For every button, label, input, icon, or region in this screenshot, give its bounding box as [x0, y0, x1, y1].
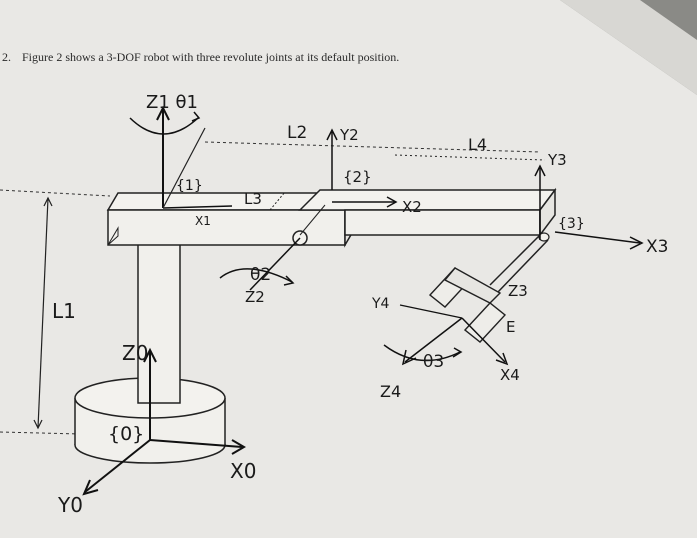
- l4-label: L4: [468, 135, 487, 154]
- theta3-label: θ3: [423, 352, 444, 372]
- theta3-arrowhead: [452, 347, 463, 358]
- link-line-2: [299, 204, 326, 236]
- x2-arrowhead: [386, 196, 398, 208]
- link-block-front: [107, 209, 346, 246]
- y3-arrowhead: [534, 164, 546, 177]
- forearm-edge-2: [497, 239, 549, 293]
- y4-label: Y4: [371, 296, 390, 312]
- l1-arrow-bottom: [33, 419, 43, 430]
- x3-arrowhead: [629, 236, 644, 250]
- frame2-label: {2}: [343, 168, 372, 186]
- theta1-rotation-arc: [129, 117, 199, 135]
- frame0-label: {0}: [108, 423, 144, 445]
- gripper-palm: [443, 267, 502, 304]
- paper-edge: [560, 0, 697, 95]
- x1-axis: [162, 205, 233, 209]
- theta2-label: θ2: [250, 265, 271, 285]
- z0-arrowhead: [143, 347, 157, 363]
- l1-arrow-top: [43, 196, 53, 207]
- e-label: E: [506, 318, 515, 336]
- z4-label: Z4: [380, 382, 401, 401]
- l2-label: L2: [287, 123, 307, 143]
- x4-label: X4: [500, 366, 520, 384]
- dashed-line-top-left: [0, 189, 111, 197]
- y2-arrowhead: [326, 128, 338, 141]
- column: [137, 237, 181, 404]
- z2-label: Z2: [245, 288, 265, 306]
- z1-arrowhead: [156, 105, 170, 121]
- x0-axis: [149, 439, 243, 448]
- y4-axis: [399, 304, 463, 319]
- l1-label: L1: [52, 299, 76, 323]
- x0-label: X0: [230, 459, 256, 483]
- theta2-arrowhead: [283, 275, 295, 286]
- theta3-rotation-arc: [383, 344, 461, 362]
- x2-label: X2: [402, 198, 422, 216]
- x1-label: X1: [195, 214, 211, 228]
- theta1-arrowhead: [191, 111, 201, 122]
- dashed-line-top: [204, 141, 541, 153]
- problem-number: 2.: [2, 50, 11, 64]
- l4-dimension-line: [394, 154, 546, 161]
- z4-axis: [404, 317, 463, 363]
- dashed-line-base: [0, 431, 81, 435]
- x0-arrowhead: [231, 439, 246, 455]
- forearm-cap: [538, 232, 550, 242]
- l1-dimension-line: [37, 197, 49, 429]
- z1-theta1-label: Z1 θ1: [146, 92, 198, 113]
- link-block-corner: [107, 226, 119, 246]
- z0-label: Z0: [122, 341, 148, 365]
- theta2-rotation-arc: [219, 268, 293, 283]
- frame3-label: {3}: [558, 216, 585, 232]
- y2-label: Y2: [339, 126, 359, 144]
- y3-label: Y3: [547, 151, 567, 169]
- x3-label: X3: [646, 237, 668, 257]
- upper-arm-top: [298, 189, 557, 211]
- x4-axis: [461, 317, 506, 363]
- forearm-edge-1: [489, 234, 541, 286]
- y0-label: Y0: [57, 493, 83, 517]
- x3-axis: [554, 231, 641, 244]
- y1-axis: [162, 127, 206, 209]
- x4-arrowhead: [495, 352, 509, 366]
- z2-axis: [249, 237, 301, 291]
- y0-axis: [84, 439, 151, 493]
- problem-statement: Figure 2 shows a 3-DOF robot with three …: [22, 50, 400, 64]
- upper-arm-front: [344, 209, 541, 236]
- y0-arrowhead: [82, 479, 99, 496]
- z4-arrowhead: [401, 349, 417, 366]
- frame1-label: {1}: [176, 178, 203, 194]
- z3-label: Z3: [508, 282, 528, 300]
- l3-label: L3: [244, 190, 262, 208]
